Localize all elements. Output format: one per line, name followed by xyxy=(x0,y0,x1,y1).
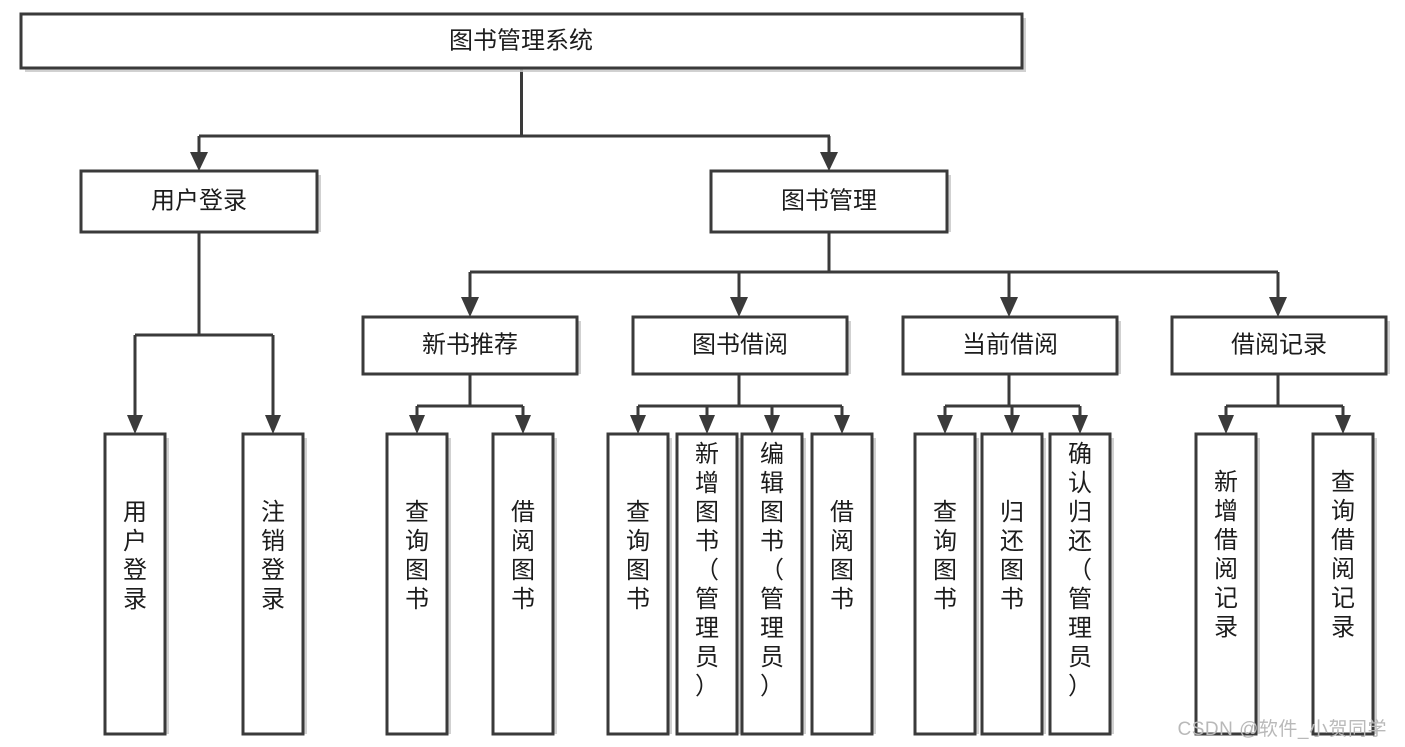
node-leaf-query-book-2-label: 查询图书 xyxy=(626,499,650,613)
node-leaf-edit-book-label: 编辑图书（管理员） xyxy=(760,441,784,700)
arrowhead-new-book-recommend xyxy=(461,297,479,317)
node-user-login-box[interactable] xyxy=(79,169,319,234)
node-leaf-logout-label: 注销登录 xyxy=(261,499,285,613)
node-leaf-confirm-return[interactable]: 确认归还（管理员） xyxy=(1048,432,1114,736)
node-user-login[interactable]: 用户登录 xyxy=(79,169,321,234)
node-current-borrow-label: 当前借阅 xyxy=(962,331,1058,358)
node-leaf-borrow-book-1-box[interactable] xyxy=(491,432,555,736)
node-leaf-borrow-book-2[interactable]: 借阅图书 xyxy=(810,432,876,736)
node-current-borrow[interactable]: 当前借阅 xyxy=(901,315,1121,376)
node-leaf-edit-book-box[interactable] xyxy=(740,432,804,736)
node-leaf-query-book-2[interactable]: 查询图书 xyxy=(606,432,672,736)
arrowhead-borrow-record xyxy=(1269,297,1287,317)
node-leaf-borrow-book-2-box[interactable] xyxy=(810,432,874,736)
node-book-borrow-label: 图书借阅 xyxy=(692,331,788,358)
node-leaf-query-book-3-label: 查询图书 xyxy=(933,499,957,613)
node-leaf-user-login-label: 用户登录 xyxy=(123,499,147,613)
arrowhead-leaf-return-book xyxy=(1004,415,1020,434)
node-leaf-add-record-label: 新增借阅记录 xyxy=(1214,469,1238,641)
connector-layer xyxy=(127,68,1351,434)
node-leaf-user-login-box[interactable] xyxy=(103,432,167,736)
node-root-box[interactable] xyxy=(19,12,1024,70)
arrowhead-leaf-add-record xyxy=(1218,415,1234,434)
node-borrow-record-label: 借阅记录 xyxy=(1231,331,1327,358)
node-leaf-return-book[interactable]: 归还图书 xyxy=(980,432,1046,736)
node-leaf-confirm-return-box[interactable] xyxy=(1048,432,1112,736)
node-leaf-logout[interactable]: 注销登录 xyxy=(241,432,307,736)
node-leaf-query-record-box[interactable] xyxy=(1311,432,1375,736)
node-leaf-query-record-label: 查询借阅记录 xyxy=(1331,469,1355,641)
csdn-watermark: CSDN @软件_小贺同学 xyxy=(1177,719,1387,740)
node-book-management-box[interactable] xyxy=(709,169,949,234)
arrowhead-user-login xyxy=(190,152,208,171)
node-leaf-query-book-3-box[interactable] xyxy=(913,432,977,736)
node-leaf-edit-book[interactable]: 编辑图书（管理员） xyxy=(740,432,806,736)
node-book-management[interactable]: 图书管理 xyxy=(709,169,951,234)
arrowhead-leaf-borrow-book-2 xyxy=(834,415,850,434)
node-leaf-query-book-3[interactable]: 查询图书 xyxy=(913,432,979,736)
arrowhead-leaf-user-login xyxy=(127,415,143,434)
node-leaf-query-book-1-box[interactable] xyxy=(385,432,449,736)
node-leaf-add-record-box[interactable] xyxy=(1194,432,1258,736)
node-book-borrow[interactable]: 图书借阅 xyxy=(631,315,851,376)
node-root-label: 图书管理系统 xyxy=(449,27,593,54)
node-leaf-query-record[interactable]: 查询借阅记录 xyxy=(1311,432,1377,736)
arrowhead-leaf-confirm-return xyxy=(1072,415,1088,434)
node-new-book-recommend-box[interactable] xyxy=(361,315,579,376)
node-borrow-record[interactable]: 借阅记录 xyxy=(1170,315,1390,376)
arrowhead-leaf-logout xyxy=(265,415,281,434)
node-new-book-recommend[interactable]: 新书推荐 xyxy=(361,315,581,376)
arrowhead-current-borrow xyxy=(1000,297,1018,317)
node-leaf-borrow-book-1-label: 借阅图书 xyxy=(511,499,535,613)
node-root[interactable]: 图书管理系统 xyxy=(19,12,1026,72)
arrowhead-leaf-query-book-1 xyxy=(409,415,425,434)
node-leaf-return-book-label: 归还图书 xyxy=(1000,499,1024,613)
node-book-borrow-box[interactable] xyxy=(631,315,849,376)
node-borrow-record-box[interactable] xyxy=(1170,315,1388,376)
arrowhead-leaf-edit-book xyxy=(764,415,780,434)
arrowhead-book-management xyxy=(820,152,838,171)
node-new-book-recommend-label: 新书推荐 xyxy=(422,331,518,358)
arrowhead-leaf-add-book xyxy=(699,415,715,434)
node-leaf-user-login[interactable]: 用户登录 xyxy=(103,432,169,736)
node-leaf-borrow-book-1[interactable]: 借阅图书 xyxy=(491,432,557,736)
arrowhead-leaf-query-book-2 xyxy=(630,415,646,434)
node-book-management-label: 图书管理 xyxy=(781,187,877,214)
node-user-login-label: 用户登录 xyxy=(151,187,247,214)
node-leaf-borrow-book-2-label: 借阅图书 xyxy=(830,499,854,613)
arrowhead-leaf-query-book-3 xyxy=(937,415,953,434)
node-leaf-add-book-box[interactable] xyxy=(675,432,739,736)
node-leaf-add-book-label: 新增图书（管理员） xyxy=(695,441,719,700)
node-leaf-query-book-1[interactable]: 查询图书 xyxy=(385,432,451,736)
node-leaf-query-book-2-box[interactable] xyxy=(606,432,670,736)
node-leaf-return-book-box[interactable] xyxy=(980,432,1044,736)
arrowhead-book-borrow xyxy=(730,297,748,317)
node-leaf-confirm-return-label: 确认归还（管理员） xyxy=(1068,441,1092,700)
arrowhead-leaf-borrow-book-1 xyxy=(515,415,531,434)
node-leaf-add-record[interactable]: 新增借阅记录 xyxy=(1194,432,1260,736)
arrowhead-leaf-query-record xyxy=(1335,415,1351,434)
node-leaf-logout-box[interactable] xyxy=(241,432,305,736)
node-leaf-add-book[interactable]: 新增图书（管理员） xyxy=(675,432,741,736)
node-current-borrow-box[interactable] xyxy=(901,315,1119,376)
node-leaf-query-book-1-label: 查询图书 xyxy=(405,499,429,613)
